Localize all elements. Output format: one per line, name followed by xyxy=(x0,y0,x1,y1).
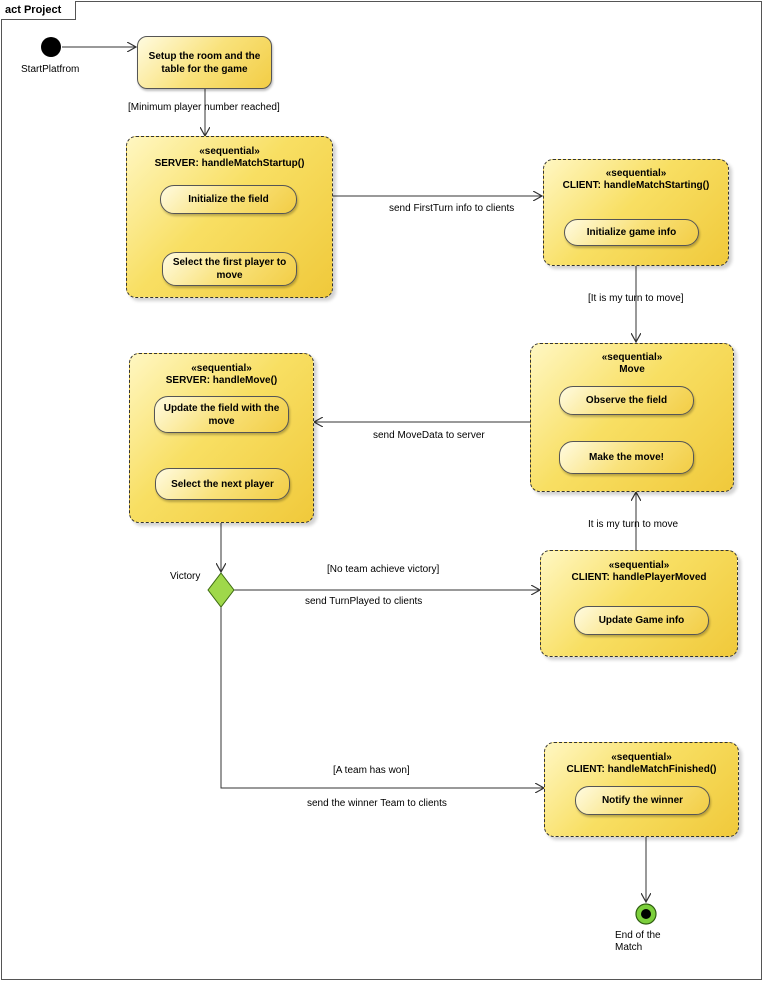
observe-field-action: Observe the field xyxy=(559,386,694,415)
region-name: CLIENT: handleMatchFinished() xyxy=(566,764,717,775)
select-next-player-action: Select the next player xyxy=(155,468,290,500)
region-client-player-moved: «sequential» CLIENT: handlePlayerMoved xyxy=(540,550,738,657)
setup-action: Setup the room and the table for the gam… xyxy=(137,36,272,89)
my-turn-guard: [It is my turn to move] xyxy=(588,293,684,304)
turn-played-label: send TurnPlayed to clients xyxy=(305,596,423,607)
team-won-guard: [A team has won] xyxy=(333,765,410,776)
first-turn-label: send FirstTurn info to clients xyxy=(389,203,515,214)
region-stereotype: «sequential» xyxy=(191,363,252,374)
region-stereotype: «sequential» xyxy=(605,168,667,179)
region-name: SERVER: handleMove() xyxy=(165,375,278,386)
victory-label: Victory xyxy=(170,571,201,582)
region-name: SERVER: handleMatchStartup() xyxy=(154,158,305,169)
update-field-action: Update the field with the move xyxy=(154,396,289,433)
no-victory-guard: [No team achieve victory] xyxy=(327,564,440,575)
edge-decision-to-finished xyxy=(220,607,544,788)
region-stereotype: «sequential» xyxy=(199,146,260,157)
region-name: CLIENT: handlePlayerMoved xyxy=(571,572,707,583)
start-label: StartPlatfrom xyxy=(21,64,80,75)
move-data-label: send MoveData to server xyxy=(373,430,485,441)
my-turn-label: It is my turn to move xyxy=(588,519,679,530)
region-stereotype: «sequential» xyxy=(611,752,672,763)
notify-winner-action: Notify the winner xyxy=(575,786,710,815)
victory-decision-node xyxy=(207,572,235,608)
region-client-starting: «sequential» CLIENT: handleMatchStarting… xyxy=(543,159,729,266)
region-stereotype: «sequential» xyxy=(608,560,670,571)
final-node-inner xyxy=(641,909,651,919)
winner-team-label: send the winner Team to clients xyxy=(307,798,447,809)
end-label: End of the Match xyxy=(615,930,661,953)
region-name: CLIENT: handleMatchStarting() xyxy=(562,180,710,191)
initialize-field-action: Initialize the field xyxy=(160,185,297,214)
select-first-player-action: Select the first player to move xyxy=(162,252,297,286)
region-stereotype: «sequential» xyxy=(601,352,663,363)
update-game-info-action: Update Game info xyxy=(574,606,709,635)
frame-title: act Project xyxy=(1,1,77,20)
min-players-guard: [Minimum player number reached] xyxy=(128,102,280,113)
initialize-game-info-action: Initialize game info xyxy=(564,219,699,246)
make-move-action: Make the move! xyxy=(559,441,694,474)
region-name: Move xyxy=(619,364,645,375)
initial-node xyxy=(41,37,61,57)
